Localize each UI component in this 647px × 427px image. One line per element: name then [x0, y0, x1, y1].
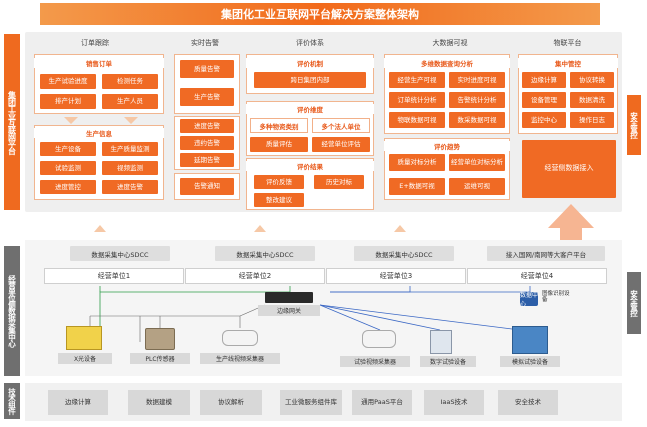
iot-item: 设备管理 — [522, 92, 566, 108]
alarm-item: 延期告警 — [180, 153, 234, 167]
sales-item: 检测任务 — [102, 74, 158, 89]
unit-box: 经营单位1 — [44, 268, 184, 284]
alarm-item: 违约告警 — [180, 136, 234, 150]
sdcc-box: 数据采集中心SDCC — [70, 246, 170, 261]
image-recognition-label: 图像识别设备 — [542, 291, 570, 304]
eval-res-item: 整改建议 — [254, 193, 304, 207]
camera-icon — [222, 330, 258, 346]
prod-item: 生产质量监测 — [102, 142, 158, 156]
sales-item: 生产人员 — [102, 94, 158, 109]
digital-device-label: 数字试验设备 — [420, 356, 476, 367]
prod-item: 进度管控 — [40, 180, 96, 194]
sdcc-box: 数据采集中心SDCC — [215, 246, 315, 261]
tech-item: 数据建模 — [128, 390, 190, 415]
column-title-iot: 物联平台 — [553, 39, 582, 47]
test-camera-label: 试验视频采集器 — [340, 356, 410, 367]
tech-item: 工业微服务组件库 — [280, 390, 342, 415]
tech-item: IaaS技术 — [424, 390, 484, 415]
column-title-bigdata: 大数据可视 — [432, 39, 468, 47]
eval-dim-item: 经营单位评估 — [312, 137, 370, 152]
upload-arrow — [254, 225, 266, 232]
prod-item: 试验监测 — [40, 161, 96, 175]
bigdata-item: 告警统计分析 — [449, 92, 505, 108]
iot-item: 协议转换 — [570, 72, 614, 88]
dc-device-icon: 数据中心 — [520, 292, 539, 308]
security-mid-label: 安全管控 — [627, 272, 641, 334]
plc-sensor-icon — [145, 328, 175, 350]
bigdata-item: 订单统计分析 — [389, 92, 445, 108]
bigdata-trend-head: 评价趋势 — [384, 141, 510, 151]
bigdata-item: 物联数据可视 — [389, 112, 445, 128]
eval-res-item: 历史对标 — [314, 175, 364, 189]
iot-item: 边缘计算 — [522, 72, 566, 88]
eval-mech-item: 跨日集团内部 — [254, 72, 366, 88]
unit-box: 经营单位2 — [185, 268, 325, 284]
bigdata-trend-item: 经营单位对标分析 — [449, 154, 505, 171]
unit-box: 经营单位3 — [326, 268, 466, 284]
eval-mech-head: 评价机制 — [246, 58, 374, 68]
alarm-notify: 告警通知 — [180, 178, 234, 195]
iot-item: 数据清洗 — [570, 92, 614, 108]
gateway-label: 边缘网关 — [258, 305, 320, 316]
customer-platform-box: 接入国网/南网等大客户平台 — [487, 246, 605, 261]
plc-sensor-label: PLC传感器 — [130, 353, 190, 364]
bigdata-item: 实时进度可视 — [449, 72, 505, 88]
tech-item: 边缘计算 — [48, 390, 108, 415]
iot-item: 监控中心 — [522, 112, 566, 128]
flow-arrow — [64, 117, 78, 124]
sales-item: 生产试验进度 — [40, 74, 96, 89]
sales-order-head: 销售订单 — [34, 58, 164, 68]
eval-dim-item: 多个法人单位 — [312, 118, 370, 133]
tech-item: 协议解析 — [200, 390, 262, 415]
tech-side-label: 技术组件 — [4, 383, 20, 419]
alarm-item: 生产告警 — [180, 88, 234, 106]
prod-item: 进度告警 — [102, 180, 158, 194]
analog-device-label: 模拟试验设备 — [500, 356, 560, 367]
sales-item: 排产计划 — [40, 94, 96, 109]
unit-box: 经营单位4 — [467, 268, 607, 284]
eval-dim-item: 多种物资类别 — [250, 118, 308, 133]
xray-device-label: X光设备 — [58, 353, 112, 364]
column-title-eval: 评价体系 — [296, 39, 324, 47]
analog-device-icon — [512, 326, 548, 354]
eval-res-item: 评价反馈 — [254, 175, 304, 189]
iot-data-access: 经营侧数据接入 — [522, 140, 616, 198]
prod-item: 视频监测 — [102, 161, 158, 175]
column-title-alarm: 实时告警 — [191, 39, 219, 47]
platform-side-label: 集团工业互联网平台 — [4, 34, 20, 210]
gateway-icon — [265, 292, 313, 303]
bigdata-trend-item: E+数据可视 — [389, 178, 445, 195]
prod-info-head: 生产信息 — [34, 128, 164, 138]
column-title-order: 订单跟踪 — [81, 39, 109, 47]
xray-device-icon — [66, 326, 102, 350]
prod-item: 生产设备 — [40, 142, 96, 156]
camera-label: 生产线视频采集器 — [200, 353, 280, 364]
upload-arrow — [94, 225, 106, 232]
eval-dim-head: 评价维度 — [246, 104, 374, 114]
iot-item: 操作日志 — [570, 112, 614, 128]
bigdata-trend-item: 质量对标分析 — [389, 154, 445, 171]
flow-arrow — [124, 117, 138, 124]
security-top-label: 安全管控 — [627, 95, 641, 155]
large-upload-arrow — [548, 204, 594, 244]
bigdata-item: 数采数据可视 — [449, 112, 505, 128]
alarm-item: 质量告警 — [180, 60, 234, 78]
sdcc-box: 数据采集中心SDCC — [354, 246, 454, 261]
iot-head: 集中管控 — [518, 58, 618, 68]
tech-item: 安全技术 — [498, 390, 558, 415]
bigdata-trend-item: 运维可视 — [449, 178, 505, 195]
tech-item: 通用PaaS平台 — [352, 390, 412, 415]
page-title: 集团化工业互联网平台解决方案整体架构 — [40, 3, 600, 25]
bigdata-item: 经营生产可视 — [389, 72, 445, 88]
collection-side-label: 经营单位侧数据采集中心 — [4, 246, 20, 376]
bigdata-query-head: 多维数据查询分析 — [384, 58, 510, 68]
test-camera-icon — [362, 330, 396, 348]
eval-res-head: 评价结果 — [246, 161, 374, 171]
digital-device-icon — [430, 330, 452, 354]
upload-arrow — [394, 225, 406, 232]
alarm-item: 进度告警 — [180, 119, 234, 133]
eval-dim-item: 质量评估 — [250, 137, 308, 152]
